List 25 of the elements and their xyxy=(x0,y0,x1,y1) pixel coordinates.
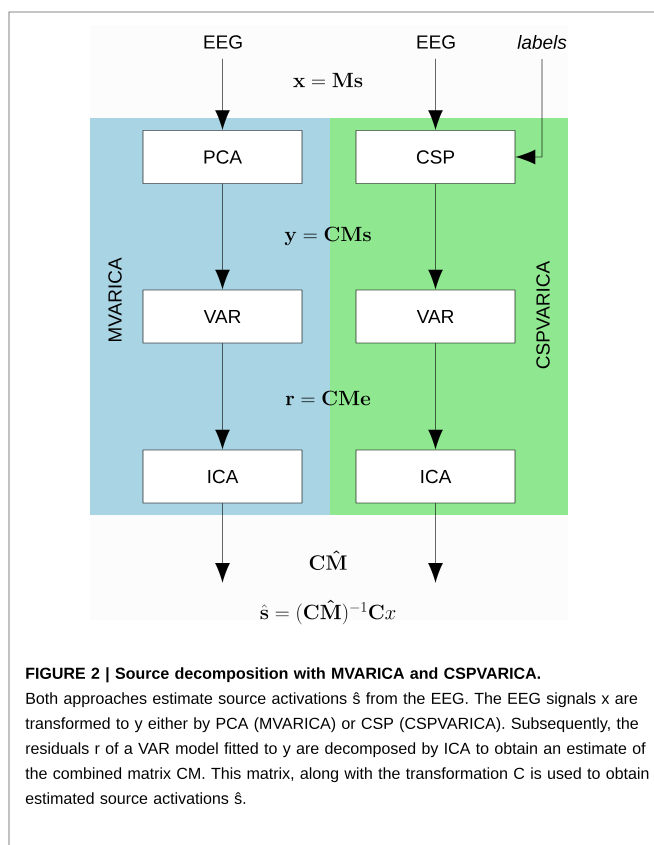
process-box: CSP xyxy=(356,130,516,184)
arrow xyxy=(428,184,443,289)
formula: $\mathbf{x} = \mathbf{Ms}$ xyxy=(293,72,362,88)
input-label: EEG xyxy=(418,35,455,49)
arrow xyxy=(516,58,542,164)
input-label: EEG xyxy=(204,35,242,49)
formula: $\mathbf{r} = \mathbf{CMe}$ xyxy=(286,390,370,406)
caption-text: Both approaches estimate source activations ŝ from the EEG. The EEG signals x are transformed to y either by PCA (MVARICA) or CSP (CSPVARICA). Subsequently, the residuals r of a VAR model fitted to y are decomposed by ICA to obtain an estimate of the combined matrix CM. This matrix, along with the transformation C is used to obtain estimated source activations ŝ. xyxy=(25,692,648,804)
formula: $\hat{\mathbf{s}} = (\mathbf{C\hat{M}})^{-1}\mathbf{C}x$ xyxy=(260,600,396,624)
formula: $\mathbf{C\hat{M}}$ xyxy=(310,550,347,570)
arrow xyxy=(428,58,443,130)
arrow xyxy=(215,343,230,449)
process-box: VAR xyxy=(356,290,516,344)
input-label: labels xyxy=(518,35,566,49)
caption-title: FIGURE 2 | Source decomposition with MVARICA and CSPVARICA. xyxy=(26,667,540,682)
process-box: VAR xyxy=(142,290,302,344)
formula: $\mathbf{y} = \mathbf{CMs}$ xyxy=(284,226,371,246)
arrow xyxy=(428,343,443,449)
arrow xyxy=(215,58,230,130)
process-box: PCA xyxy=(142,130,302,184)
arrow xyxy=(428,503,443,582)
arrow xyxy=(215,184,230,289)
process-box: ICA xyxy=(356,450,516,504)
arrow xyxy=(215,503,230,582)
process-box: ICA xyxy=(142,450,302,504)
